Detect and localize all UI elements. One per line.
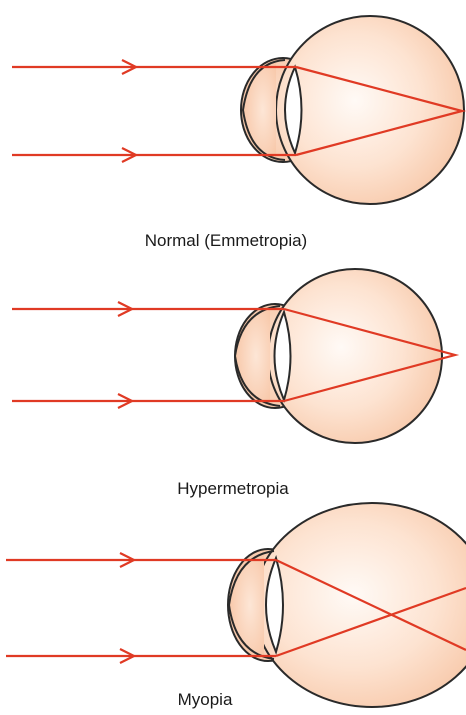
globe-hypermetropia — [268, 269, 442, 443]
globe-myopia — [254, 503, 466, 707]
panel-normal: Normal (Emmetropia) — [12, 16, 464, 250]
globe-normal — [276, 16, 464, 204]
eyeball-normal — [241, 16, 464, 204]
caption-hypermetropia: Hypermetropia — [177, 479, 289, 498]
caption-normal: Normal (Emmetropia) — [145, 231, 307, 250]
eyeball-myopia — [228, 503, 466, 707]
caption-myopia: Myopia — [178, 690, 233, 709]
eyeball-hypermetropia — [235, 269, 442, 443]
panel-myopia: Myopia — [6, 503, 466, 709]
panel-hypermetropia: Hypermetropia — [12, 269, 455, 498]
